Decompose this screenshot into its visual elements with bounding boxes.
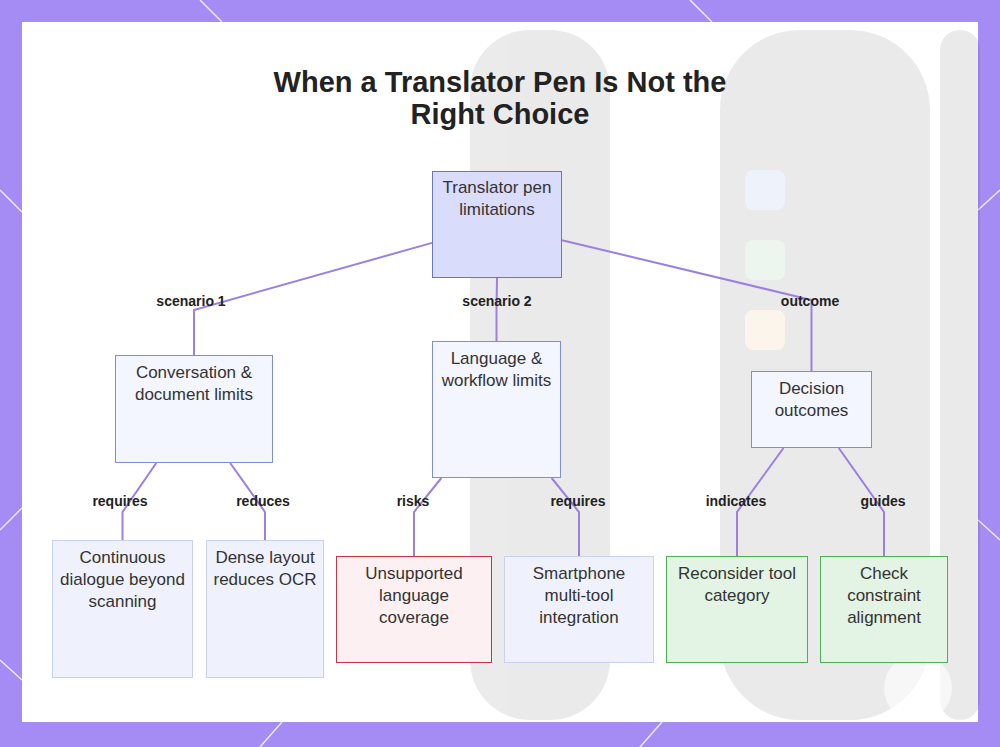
connector-line (194, 243, 432, 355)
category-box: Language & workflow limits (432, 341, 561, 478)
connector-line (552, 478, 579, 556)
node-text: Translator pen limitations (439, 177, 555, 221)
diagram-title: When a Translator Pen Is Not the Right C… (240, 66, 760, 130)
edge-label: requires (92, 493, 147, 509)
edge-label: guides (860, 493, 905, 509)
edge-label: scenario 1 (156, 293, 225, 309)
node-text: Continuous dialogue beyond scanning (59, 547, 186, 613)
connector-line (562, 240, 812, 371)
edge-label: scenario 2 (462, 293, 531, 309)
edge-label: reduces (236, 493, 290, 509)
risk-box: Unsupported language coverage (336, 556, 492, 663)
node-text: Language & workflow limits (439, 348, 554, 392)
category-box: Decision outcomes (751, 371, 872, 448)
node-text: Check constraint alignment (827, 563, 941, 629)
node-text: Conversation & document limits (122, 362, 266, 406)
connector-line (496, 278, 499, 341)
connector-line (414, 478, 441, 556)
outcome-box: Check constraint alignment (820, 556, 948, 663)
edge-label: requires (550, 493, 605, 509)
detail-box: Dense layout reduces OCR (206, 540, 324, 678)
node-text: Decision outcomes (758, 378, 865, 422)
node-text: Dense layout reduces OCR (213, 547, 317, 591)
panel (22, 22, 978, 722)
edge-label: risks (397, 493, 430, 509)
watermark-circle (884, 654, 952, 722)
edge-label: indicates (706, 493, 767, 509)
outcome-box: Reconsider tool category (666, 556, 808, 663)
detail-box: Continuous dialogue beyond scanning (52, 540, 193, 678)
category-box: Conversation & document limits (115, 355, 273, 463)
root-box: Translator pen limitations (432, 171, 562, 278)
node-text: Smartphone multi-tool integration (511, 563, 647, 629)
edge-label: outcome (781, 293, 839, 309)
node-text: Reconsider tool category (673, 563, 801, 607)
node-text: Unsupported language coverage (343, 563, 485, 629)
detail-box: Smartphone multi-tool integration (504, 556, 654, 663)
